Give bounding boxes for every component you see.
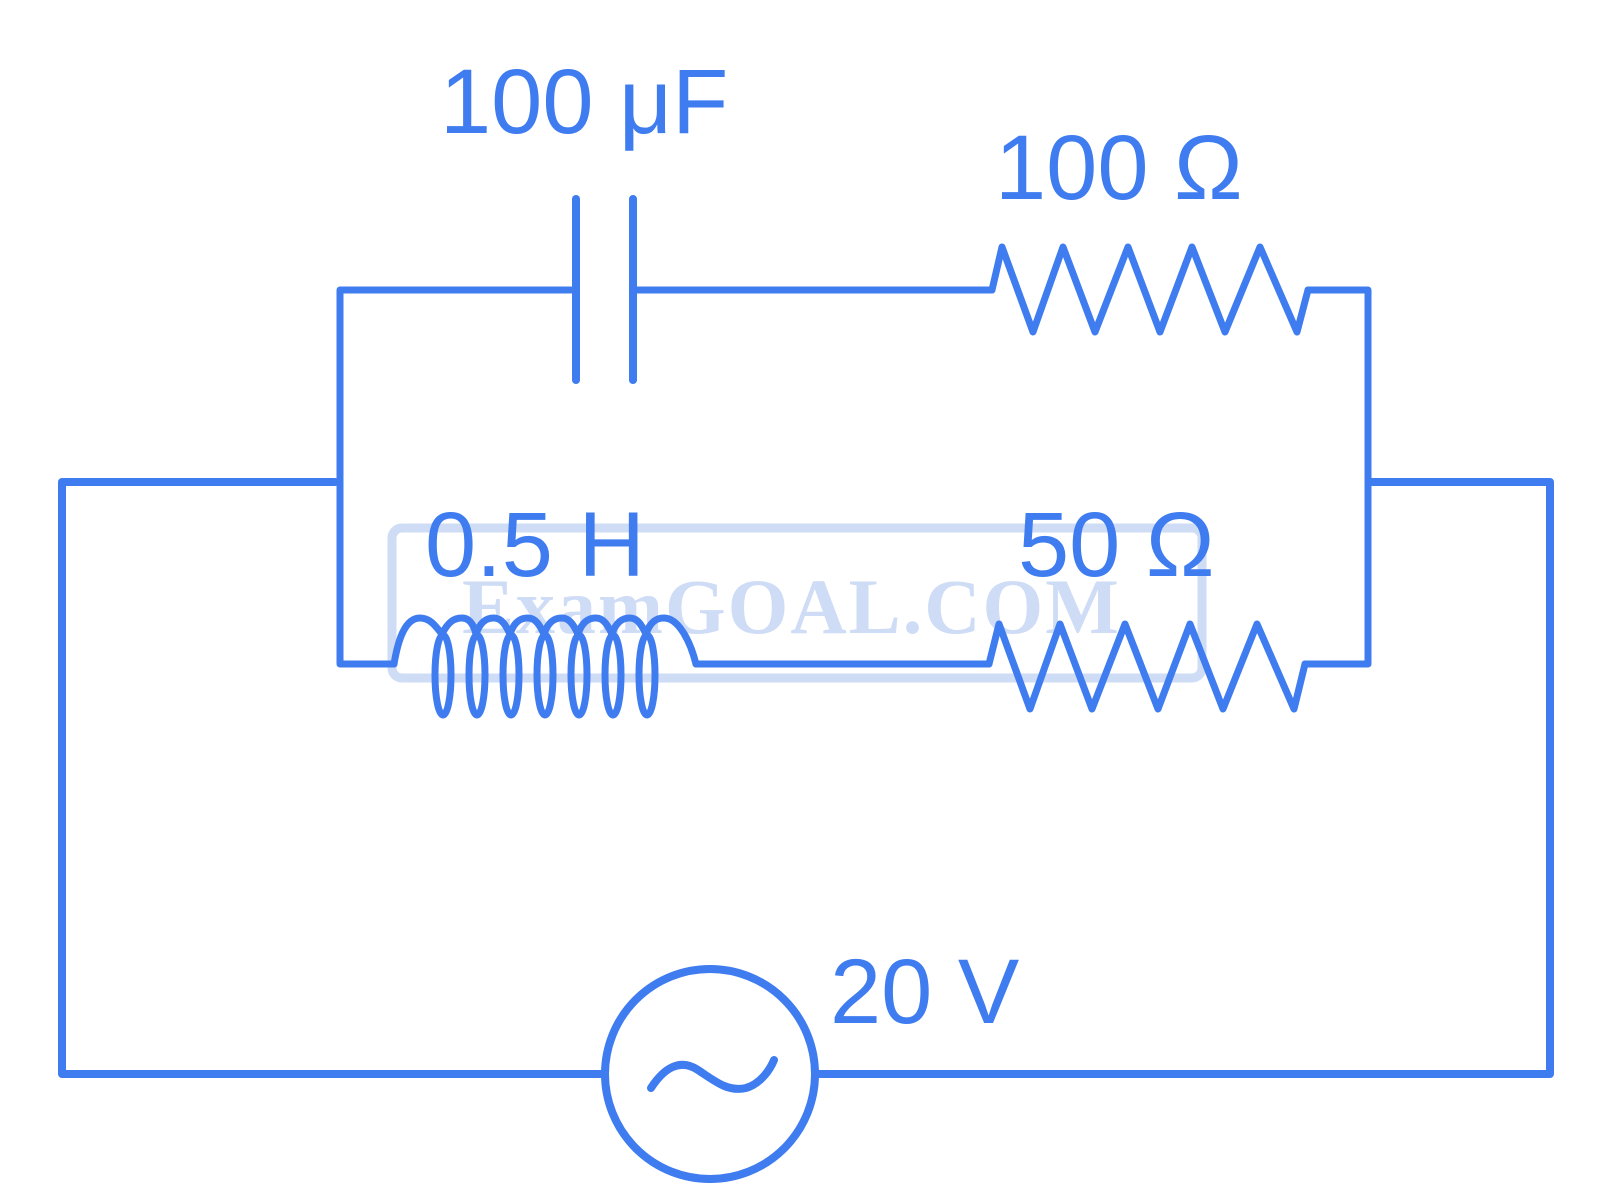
ac-source-circle	[601, 965, 819, 1183]
resistor-bottom-label: 50 Ω	[1018, 494, 1215, 596]
watermark: ExamGOAL.COM	[387, 523, 1207, 683]
outer-wire	[58, 478, 1554, 1078]
resistor-bottom-zigzag	[985, 620, 1309, 713]
outer-right-wire	[811, 478, 1554, 1078]
inductor	[390, 614, 993, 719]
ac-source	[601, 965, 819, 1183]
ac-source-label: 20 V	[830, 941, 1019, 1043]
outer-left-wire	[58, 478, 609, 1078]
sine-wave-icon	[647, 1056, 778, 1093]
watermark-frame	[387, 523, 1207, 683]
watermark-text: ExamGOAL.COM	[462, 563, 1121, 650]
capacitor-label: 100 μF	[440, 51, 728, 153]
capacitor	[572, 195, 996, 384]
left-branch-wire	[336, 286, 575, 668]
resistor-top-label: 100 Ω	[995, 117, 1243, 219]
inductor-loops	[431, 631, 659, 719]
resistor-bottom	[985, 620, 1309, 713]
resistor-top-zigzag	[988, 243, 1312, 336]
inductor-label: 0.5 H	[425, 494, 645, 596]
right-branch-wire	[1301, 286, 1372, 668]
resistor-top	[988, 243, 1312, 336]
